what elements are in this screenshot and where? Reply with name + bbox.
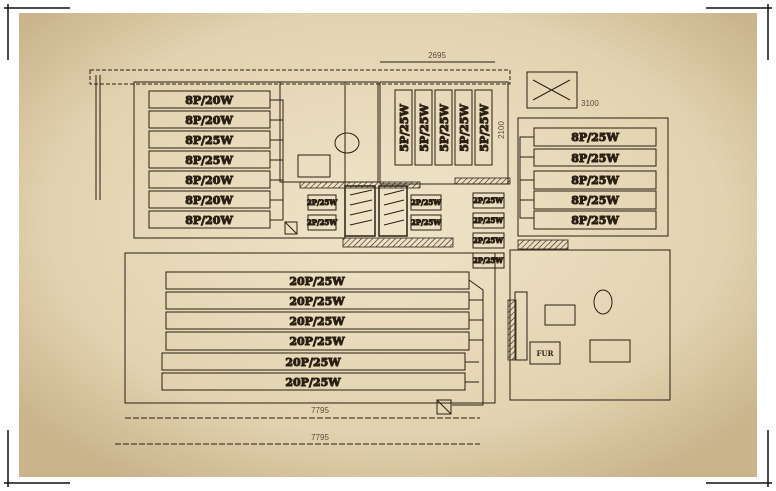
- fixture: 5P/25W: [474, 89, 493, 166]
- small-fixtures: 2P/25W 2P/25W 2P/25W 2P/25W 2P/25W 2P/25…: [306, 192, 505, 269]
- svg-text:8P/20W: 8P/20W: [185, 194, 233, 207]
- svg-text:8P/20W: 8P/20W: [185, 114, 233, 127]
- svg-text:8P/25W: 8P/25W: [185, 154, 233, 167]
- svg-text:20P/25W: 20P/25W: [289, 335, 345, 348]
- svg-text:5P/25W: 5P/25W: [418, 104, 431, 152]
- svg-text:5P/25W: 5P/25W: [438, 104, 451, 152]
- svg-text:20P/25W: 20P/25W: [285, 356, 341, 369]
- fixture: 8P/25W: [148, 150, 271, 169]
- bottom-room-fixtures: 20P/25W 20P/25W 20P/25W 20P/25W 20P/25W …: [161, 271, 484, 406]
- fixture: 2P/25W: [410, 194, 442, 211]
- svg-text:20P/25W: 20P/25W: [289, 315, 345, 328]
- fixture: 8P/25W: [533, 148, 657, 167]
- left-room-fixtures: 8P/20W 8P/20W 8P/25W 8P/25W 8P/20W 8P/20…: [148, 90, 284, 229]
- fixture: 2P/25W: [306, 194, 338, 211]
- svg-text:8P/25W: 8P/25W: [571, 152, 619, 165]
- fixture: 5P/25W: [454, 89, 473, 166]
- fixture: 2P/25W: [472, 252, 505, 269]
- fixture: 2P/25W: [410, 214, 442, 231]
- svg-text:2P/25W: 2P/25W: [473, 216, 503, 225]
- svg-text:2695: 2695: [428, 51, 446, 60]
- svg-text:2P/25W: 2P/25W: [473, 236, 503, 245]
- frame-corners: [4, 4, 772, 487]
- svg-text:8P/20W: 8P/20W: [185, 174, 233, 187]
- svg-text:20P/25W: 20P/25W: [285, 376, 341, 389]
- fixture: 2P/25W: [472, 212, 505, 229]
- hatched-walls: [299, 177, 569, 361]
- svg-text:2P/25W: 2P/25W: [473, 196, 503, 205]
- fixture: 2P/25W: [472, 192, 505, 209]
- fixture: 8P/25W: [148, 130, 271, 149]
- svg-text:8P/20W: 8P/20W: [185, 214, 233, 227]
- fixture: 5P/25W: [394, 89, 413, 166]
- svg-text:2P/25W: 2P/25W: [307, 198, 337, 207]
- svg-text:8P/25W: 8P/25W: [571, 194, 619, 207]
- fixture: 8P/20W: [148, 210, 271, 229]
- svg-text:20P/25W: 20P/25W: [289, 275, 345, 288]
- fixture: 20P/25W: [165, 291, 470, 310]
- svg-text:8P/25W: 8P/25W: [571, 214, 619, 227]
- svg-text:8P/20W: 8P/20W: [185, 94, 233, 107]
- svg-text:2P/25W: 2P/25W: [307, 218, 337, 227]
- svg-text:7795: 7795: [311, 433, 329, 442]
- svg-text:20P/25W: 20P/25W: [289, 295, 345, 308]
- fixture: 8P/20W: [148, 170, 271, 189]
- svg-text:3100: 3100: [581, 99, 599, 108]
- fixture: 8P/20W: [148, 190, 271, 209]
- fixture: 8P/20W: [148, 90, 271, 109]
- fixture: 5P/25W: [434, 89, 453, 166]
- svg-text:2P/25W: 2P/25W: [411, 198, 441, 207]
- fixture: 8P/25W: [533, 210, 657, 230]
- fixture: 5P/25W: [414, 89, 433, 166]
- fixture: 2P/25W: [306, 214, 338, 231]
- fixture: 8P/20W: [148, 110, 271, 129]
- svg-text:7795: 7795: [311, 406, 329, 415]
- fixture: 8P/25W: [533, 190, 657, 210]
- svg-text:8P/25W: 8P/25W: [571, 174, 619, 187]
- svg-text:2P/25W: 2P/25W: [473, 256, 503, 265]
- fixture: 20P/25W: [165, 331, 470, 351]
- svg-text:2P/25W: 2P/25W: [411, 218, 441, 227]
- svg-text:8P/25W: 8P/25W: [571, 131, 619, 144]
- fixture: 2P/25W: [472, 232, 505, 249]
- svg-text:5P/25W: 5P/25W: [478, 104, 491, 152]
- top-center-fixtures: 5P/25W 5P/25W 5P/25W 5P/25W 5P/25W: [394, 89, 493, 166]
- svg-text:5P/25W: 5P/25W: [458, 104, 471, 152]
- right-room-fixtures: 8P/25W 8P/25W 8P/25W 8P/25W 8P/25W: [519, 127, 657, 230]
- kitchen-label: FUR: [537, 349, 554, 358]
- dimension-labels: 2695 2100 3100 7795 7795: [311, 51, 599, 442]
- svg-text:8P/25W: 8P/25W: [185, 134, 233, 147]
- svg-text:5P/25W: 5P/25W: [398, 104, 411, 152]
- svg-text:2100: 2100: [497, 121, 506, 139]
- fixture: 20P/25W: [165, 311, 470, 330]
